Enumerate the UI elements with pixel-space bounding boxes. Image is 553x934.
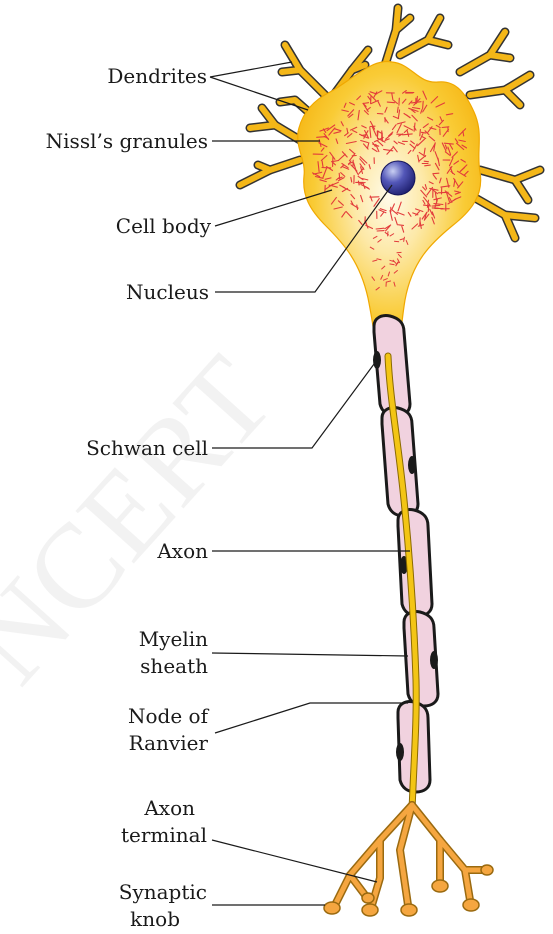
schwann-nucleus-2 <box>408 456 416 474</box>
leader-node <box>215 703 408 733</box>
synaptic-knob-4 <box>432 880 448 892</box>
label-nucleus: Nucleus <box>126 280 209 304</box>
synaptic-knob-5 <box>463 899 479 911</box>
synaptic-knob-6 <box>481 865 493 875</box>
nissl-granule <box>394 241 399 242</box>
leader-myelin <box>212 653 408 656</box>
label-synaptic-knob-line1: Synaptic <box>119 880 207 904</box>
schwann-nucleus-5 <box>396 743 404 761</box>
nissl-granule <box>433 173 439 174</box>
watermark: NCERT <box>0 331 298 707</box>
nissl-granule <box>420 130 421 136</box>
label-node-line1: Node of <box>128 704 210 728</box>
watermark-ncert: NCERT <box>0 331 298 707</box>
nissl-granule <box>399 225 404 226</box>
synaptic-knob-7 <box>362 893 374 903</box>
label-cell-body: Cell body <box>116 214 212 238</box>
nucleus <box>381 161 415 195</box>
label-myelin-line2: sheath <box>140 654 208 678</box>
label-synaptic-knob-line2: knob <box>130 907 180 931</box>
leader-axon-terminal <box>212 840 377 882</box>
nissl-granule <box>423 101 424 108</box>
axon-terminal <box>324 805 493 916</box>
label-node-line2: Ranvier <box>129 731 209 755</box>
synaptic-knob-2 <box>362 904 378 916</box>
synaptic-knob-1 <box>324 902 340 914</box>
nissl-granule <box>425 165 431 166</box>
label-dendrites: Dendrites <box>107 64 207 88</box>
nissl-granule <box>387 102 394 103</box>
label-schwan-cell: Schwan cell <box>86 436 208 460</box>
label-nissl-granules: Nissl’s granules <box>46 129 208 153</box>
label-axon-terminal-line1: Axon <box>143 796 195 820</box>
nissl-granule <box>424 161 428 162</box>
label-axon-terminal-line2: terminal <box>121 823 207 847</box>
label-axon: Axon <box>156 539 208 563</box>
nissl-granule <box>358 181 359 185</box>
schwann-nucleus-4 <box>430 651 438 669</box>
nissl-granule <box>339 173 340 179</box>
label-myelin-line1: Myelin <box>139 627 208 651</box>
synaptic-knob-3 <box>401 904 417 916</box>
